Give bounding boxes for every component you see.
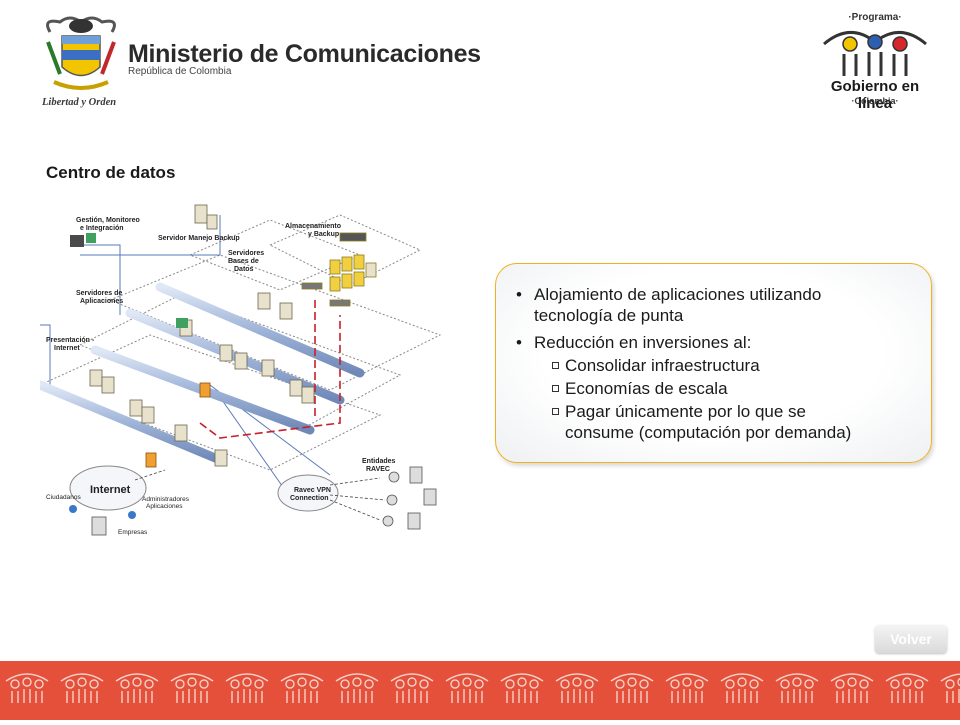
bullet-line: tecnología de punta [534, 306, 684, 325]
label-empresas: Empresas [118, 529, 148, 536]
layer-planes [40, 214, 442, 471]
footer-band [0, 661, 960, 720]
bullet-line: Reducción en inversiones al: [534, 333, 752, 352]
vpn-links [134, 469, 386, 521]
volver-button[interactable]: Volver [875, 625, 947, 653]
ravec-entity-icons [91, 466, 437, 536]
connection-lines [40, 215, 331, 491]
network-pipes [40, 282, 365, 465]
user-icons [69, 505, 136, 519]
motto-text: Libertad y Orden [42, 97, 117, 108]
ministry-title: Ministerio de Comunicaciones [128, 40, 481, 68]
program-name: Gobierno en línea [830, 78, 920, 112]
program-label: ·Programa· [848, 12, 902, 23]
red-dashed-links [199, 300, 341, 439]
label-ciudadanos: Ciudadanos [46, 494, 81, 501]
sub-bullet-line: Pagar únicamente por lo que se [565, 402, 806, 421]
gobierno-en-linea-logo-icon [823, 31, 927, 76]
colombia-coat-of-arms-icon [46, 16, 116, 90]
program-country: ·Colombia· [851, 96, 899, 106]
firewall-icons [145, 382, 211, 468]
people-pattern-icon [0, 661, 960, 720]
internet-cloud [69, 465, 339, 512]
workstation-icons [70, 233, 188, 328]
label-internet: Internet [90, 484, 131, 496]
sub-bullet-line: consume (computación por demanda) [565, 423, 852, 442]
benefits-callout: • Alojamiento de aplicaciones utilizando… [495, 263, 932, 463]
label-presentacion: Presentación -Internet [46, 337, 95, 352]
storage-array-icon [301, 232, 377, 307]
sub-bullet-line: Consolidar infraestructura [565, 356, 760, 375]
ministry-subtitle: República de Colombia [128, 66, 232, 77]
page-title: Centro de datos [46, 163, 176, 182]
sub-bullet-line: Economías de escala [565, 379, 728, 398]
label-servidor-backup: Servidor Manejo Backup [158, 235, 240, 242]
bullet-line: Alojamiento de aplicaciones utilizando [534, 285, 822, 304]
